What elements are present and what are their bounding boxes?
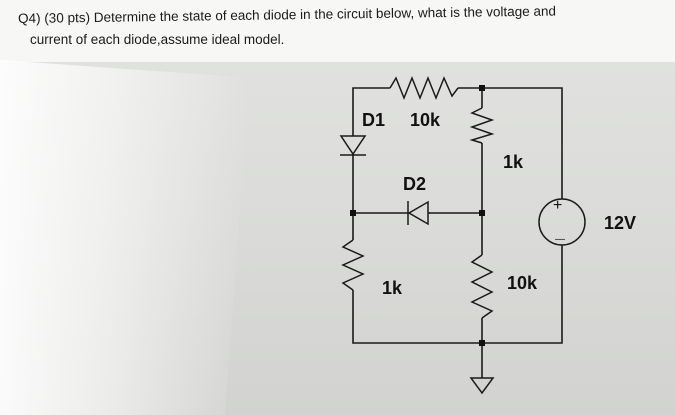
source-minus-sign: — <box>555 234 565 245</box>
question-header <box>0 0 675 62</box>
node-middle <box>479 210 485 216</box>
wire-bottom <box>352 246 563 344</box>
node-left <box>350 210 356 216</box>
label-source: 12V <box>604 213 636 233</box>
question-text: Q4) (30 pts) Determine the state of each… <box>18 3 658 50</box>
label-r-top: 10k <box>410 110 441 130</box>
diode-d1 <box>339 120 367 163</box>
resistor-right-lower <box>470 254 494 319</box>
diode-d2 <box>407 200 430 226</box>
paper-glare <box>0 60 250 415</box>
wire-top-left <box>352 87 390 120</box>
label-r-right-lower: 10k <box>507 273 538 293</box>
question-line-2: current of each diode,assume ideal model… <box>30 32 285 47</box>
label-r-right-upper: 1k <box>503 152 524 172</box>
resistor-top <box>389 75 459 101</box>
label-d1: D1 <box>362 110 385 130</box>
resistor-right-upper <box>469 107 495 144</box>
label-d2: D2 <box>403 174 426 194</box>
voltage-source-12v: + — <box>538 190 586 246</box>
label-r-left-lower: 1k <box>382 278 403 298</box>
node-top <box>479 85 485 91</box>
node-bottom <box>479 340 485 346</box>
source-plus-sign: + <box>553 197 562 214</box>
resistor-left-lower <box>341 239 365 291</box>
wire-top-right <box>458 87 563 190</box>
junction-nodes <box>350 85 485 346</box>
ground-icon <box>469 368 495 395</box>
circuit-wires <box>352 87 563 368</box>
